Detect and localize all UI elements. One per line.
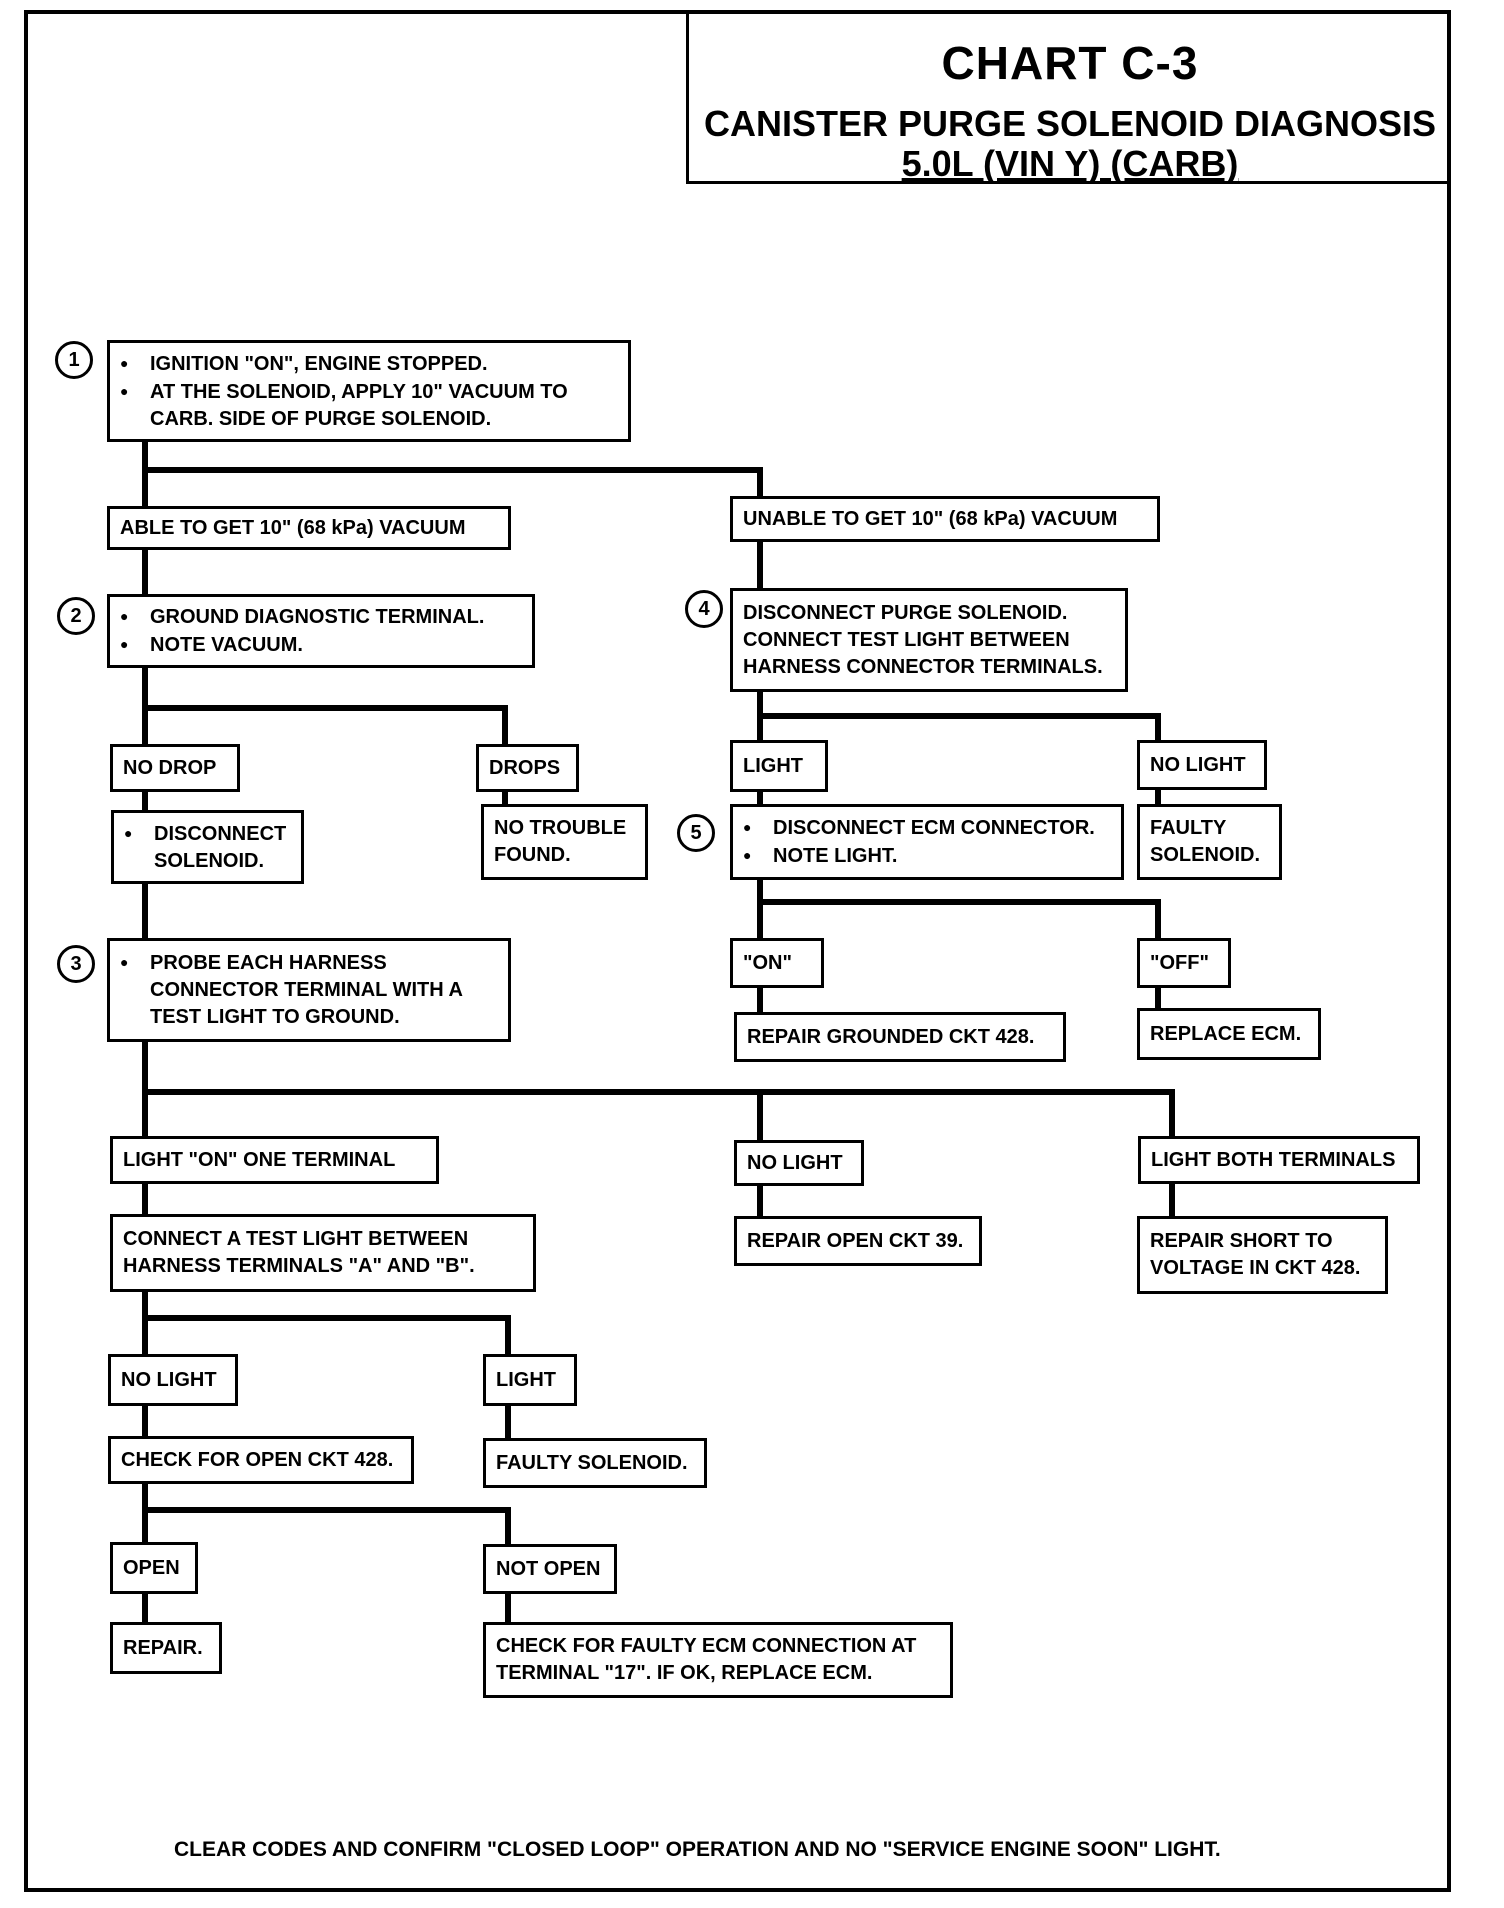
step5-line1: DISCONNECT ECM CONNECTOR. (743, 814, 1111, 842)
connector-step2-split (142, 663, 508, 749)
connector-connectab-split (142, 1287, 511, 1359)
step4-line1: DISCONNECT PURGE SOLENOID. (743, 601, 1068, 624)
repair-short-box: REPAIR SHORT TO VOLTAGE IN CKT 428. (1137, 1216, 1388, 1294)
footer-note: CLEAR CODES AND CONFIRM "CLOSED LOOP" OP… (174, 1838, 1221, 1861)
no-trouble-found-box: NO TROUBLE FOUND. (481, 804, 648, 880)
step2-box: GROUND DIAGNOSTIC TERMINAL. NOTE VACUUM. (107, 594, 535, 668)
no-trouble-line1: NO TROUBLE (494, 817, 627, 839)
faulty-solenoid-4-line2: SOLENOID. (1150, 844, 1261, 866)
step1-box: IGNITION "ON", ENGINE STOPPED. AT THE SO… (107, 340, 631, 442)
step1-line1: IGNITION "ON", ENGINE STOPPED. (120, 350, 618, 378)
step-marker-5: 5 (677, 814, 715, 852)
step-marker-1: 1 (55, 341, 93, 379)
no-trouble-line2: FOUND. (494, 844, 571, 866)
connector-check428-split (142, 1479, 511, 1549)
connect-ab-line1: CONNECT A TEST LIGHT BETWEEN (123, 1228, 469, 1250)
step5-line2: NOTE LIGHT. (743, 842, 1111, 870)
check-open-428-box: CHECK FOR OPEN CKT 428. (108, 1436, 414, 1484)
off-box-step5: "OFF" (1137, 938, 1231, 988)
open-box: OPEN (110, 1542, 198, 1594)
check-ecm-line1: CHECK FOR FAULTY ECM CONNECTION AT (496, 1635, 917, 1657)
no-drop-box: NO DROP (110, 744, 240, 792)
title-block: CHART C-3 CANISTER PURGE SOLENOID DIAGNO… (686, 12, 1451, 184)
replace-ecm-box: REPLACE ECM. (1137, 1008, 1321, 1060)
step3-line1: PROBE EACH HARNESS (120, 949, 498, 977)
step4-line2: CONNECT TEST LIGHT BETWEEN (743, 628, 1070, 651)
chart-subtitle: 5.0L (VIN Y) (CARB) (901, 143, 1239, 184)
light-box-step4: LIGHT (730, 740, 828, 792)
no-light-box-step4: NO LIGHT (1137, 740, 1267, 790)
step-marker-2: 2 (57, 597, 95, 635)
connect-ab-box: CONNECT A TEST LIGHT BETWEEN HARNESS TER… (110, 1214, 536, 1292)
step-marker-3: 3 (57, 945, 95, 983)
not-open-box: NOT OPEN (483, 1544, 617, 1594)
connector-step3-split (142, 1037, 1175, 1141)
step2-line2: NOTE VACUUM. (120, 631, 522, 659)
disconnect-solenoid-line2: SOLENOID. (154, 849, 265, 872)
connector-step5-split (757, 875, 1161, 943)
step4-box: DISCONNECT PURGE SOLENOID. CONNECT TEST … (730, 588, 1128, 692)
repair-grounded-box: REPAIR GROUNDED CKT 428. (734, 1012, 1066, 1062)
page-frame (24, 10, 1451, 1892)
disconnect-solenoid-line1: DISCONNECT (124, 820, 291, 848)
on-box-step5: "ON" (730, 938, 824, 988)
able-vacuum-box: ABLE TO GET 10" (68 kPa) VACUUM (107, 506, 511, 550)
step-marker-4: 4 (685, 590, 723, 628)
check-ecm-connection-box: CHECK FOR FAULTY ECM CONNECTION AT TERMI… (483, 1622, 953, 1698)
chart-title: CANISTER PURGE SOLENOID DIAGNOSIS (703, 103, 1437, 144)
repair-box: REPAIR. (110, 1622, 222, 1674)
connect-ab-line2: HARNESS TERMINALS "A" AND "B". (123, 1255, 475, 1277)
unable-vacuum-box: UNABLE TO GET 10" (68 kPa) VACUUM (730, 496, 1160, 542)
step3-line2: CONNECTOR TERMINAL WITH A (150, 979, 463, 1001)
step1-line2: AT THE SOLENOID, APPLY 10" VACUUM TO (120, 378, 618, 406)
faulty-solenoid-box-ab: FAULTY SOLENOID. (483, 1438, 707, 1488)
step3-box: PROBE EACH HARNESS CONNECTOR TERMINAL WI… (107, 938, 511, 1042)
faulty-solenoid-4-line1: FAULTY (1150, 817, 1227, 839)
repair-short-line2: VOLTAGE IN CKT 428. (1150, 1257, 1361, 1279)
step5-box: DISCONNECT ECM CONNECTOR. NOTE LIGHT. (730, 804, 1124, 880)
repair-open-39-box: REPAIR OPEN CKT 39. (734, 1216, 982, 1266)
light-box-ab: LIGHT (483, 1354, 577, 1406)
step3-line3: TEST LIGHT TO GROUND. (150, 1006, 400, 1028)
step1-line3: CARB. SIDE OF PURGE SOLENOID. (150, 407, 492, 430)
faulty-solenoid-box-step4: FAULTY SOLENOID. (1137, 804, 1282, 880)
check-ecm-line2: TERMINAL "17". IF OK, REPLACE ECM. (496, 1662, 873, 1684)
step2-line1: GROUND DIAGNOSTIC TERMINAL. (120, 603, 522, 631)
repair-short-line1: REPAIR SHORT TO (1150, 1230, 1333, 1252)
no-light-box-step3: NO LIGHT (734, 1140, 864, 1186)
light-both-terminals-box: LIGHT BOTH TERMINALS (1138, 1136, 1420, 1184)
no-light-box-ab: NO LIGHT (108, 1354, 238, 1406)
step4-line3: HARNESS CONNECTOR TERMINALS. (743, 655, 1103, 678)
drops-box: DROPS (476, 744, 579, 792)
light-on-one-terminal-box: LIGHT "ON" ONE TERMINAL (110, 1136, 439, 1184)
connector-step1-split (142, 437, 763, 501)
chart-id: CHART C-3 (941, 37, 1199, 89)
connector-step4-split (757, 687, 1161, 745)
disconnect-solenoid-box: DISCONNECT SOLENOID. (111, 810, 304, 884)
